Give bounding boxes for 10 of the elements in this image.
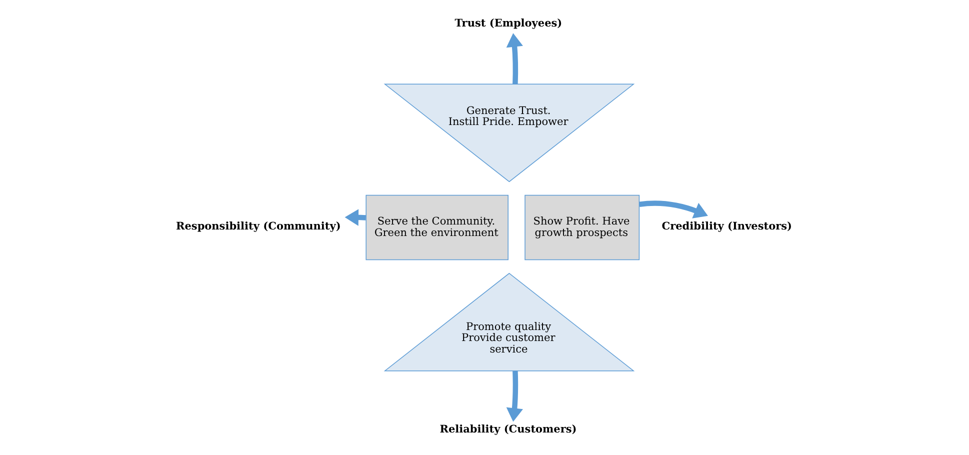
node-text: Responsibility (Community) — [176, 220, 340, 233]
node-text: Trust (Employees) — [454, 18, 562, 30]
node-text: Credibility (Investors) — [661, 220, 792, 233]
arrow — [638, 200, 708, 218]
arrow — [506, 370, 522, 422]
arrow — [506, 33, 522, 84]
node-box: Show Profit. Have growth prospects — [524, 194, 640, 260]
node-text: Reliability (Customers) — [439, 423, 576, 436]
arrow — [344, 209, 366, 226]
node-box: Serve the Community. Green the environment — [365, 194, 508, 260]
